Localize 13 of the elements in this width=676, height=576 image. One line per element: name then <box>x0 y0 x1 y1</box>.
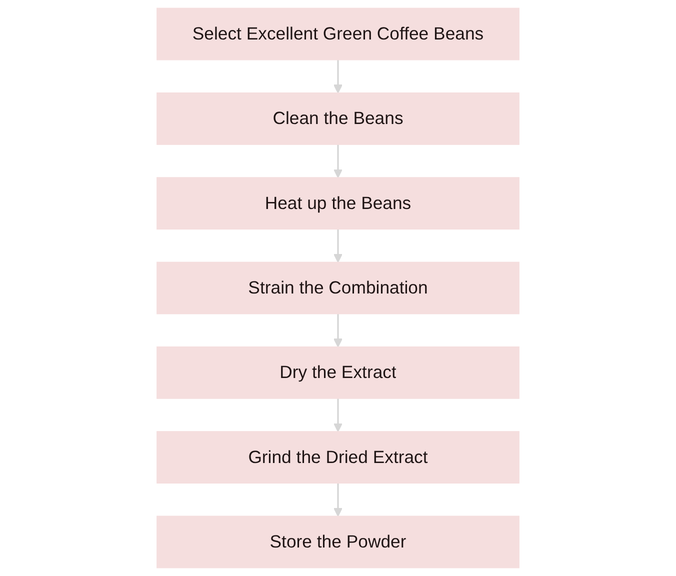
arrow <box>333 144 343 178</box>
arrow <box>333 229 343 263</box>
arrow <box>333 60 343 517</box>
node-box: Select Excellent Green Coffee Beans <box>156 8 520 60</box>
arrow <box>333 483 343 517</box>
node-box: Dry the Extract <box>156 346 520 399</box>
arrow <box>333 314 343 348</box>
node-box: Grind the Dried Extract <box>156 431 520 484</box>
node-box: Clean the Beans <box>156 92 520 145</box>
node-box: Strain the Combination <box>156 262 520 314</box>
node-box: Heat up the Beans <box>156 177 520 230</box>
arrow <box>333 398 343 432</box>
node-box: Store the Powder <box>156 516 520 568</box>
